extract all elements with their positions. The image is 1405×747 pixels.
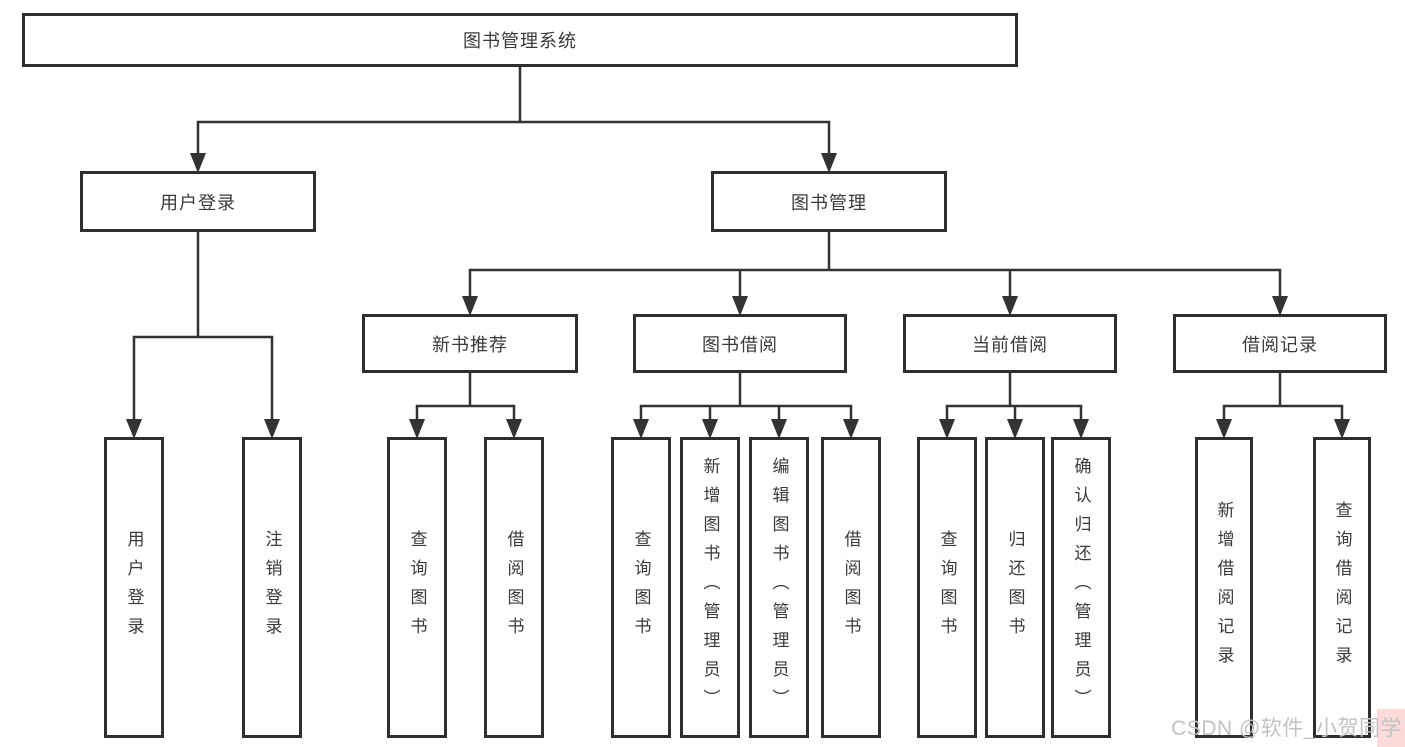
node-label: 借阅图书 [504, 529, 524, 646]
arrowhead [633, 419, 649, 439]
arrowhead [771, 419, 787, 439]
node-book-management-branch: 图书管理 [711, 171, 947, 232]
node-label: 用户登录 [124, 529, 144, 646]
arrowhead [1272, 296, 1288, 316]
arrowhead [843, 419, 859, 439]
arrowhead [939, 419, 955, 439]
node-label: 查询图书 [937, 529, 957, 646]
arrowhead [506, 419, 522, 439]
node-leaf-confirm-return-admin: 确认归还（管理员） [1051, 437, 1111, 738]
node-library-system: 图书管理系统 [22, 13, 1018, 67]
node-borrow-records: 借阅记录 [1173, 314, 1387, 373]
node-label: 用户登录 [160, 192, 236, 213]
node-label: 借阅图书 [841, 529, 861, 646]
node-leaf-borrow-books: 借阅图书 [821, 437, 881, 738]
node-leaf-query-borrow-record: 查询借阅记录 [1313, 437, 1371, 738]
node-label: 新书推荐 [432, 334, 508, 355]
node-leaf-query-books: 查询图书 [917, 437, 977, 738]
node-label: 当前借阅 [972, 334, 1048, 355]
node-current-borrowing: 当前借阅 [903, 314, 1117, 373]
node-new-book-recommend: 新书推荐 [362, 314, 578, 373]
node-leaf-logout: 注销登录 [242, 437, 302, 738]
arrowhead [409, 419, 425, 439]
arrowhead [264, 419, 280, 439]
watermark-accent [1377, 709, 1405, 747]
node-label: 确认归还（管理员） [1071, 457, 1091, 718]
node-label: 新增借阅记录 [1214, 500, 1234, 675]
node-label: 借阅记录 [1242, 334, 1318, 355]
arrowhead [1073, 419, 1089, 439]
node-label: 图书管理 [791, 192, 867, 213]
node-leaf-query-books: 查询图书 [611, 437, 671, 738]
node-leaf-user-login: 用户登录 [104, 437, 164, 738]
node-label: 查询图书 [631, 529, 651, 646]
node-label: 查询图书 [407, 529, 427, 646]
node-label: 新增图书（管理员） [700, 457, 720, 718]
arrowhead [732, 296, 748, 316]
node-label: 编辑图书（管理员） [769, 457, 789, 718]
arrowhead [126, 419, 142, 439]
arrowhead [190, 153, 206, 173]
node-label: 查询借阅记录 [1332, 500, 1352, 675]
node-leaf-edit-books-admin: 编辑图书（管理员） [749, 437, 809, 738]
node-label: 归还图书 [1005, 529, 1025, 646]
node-leaf-add-books-admin: 新增图书（管理员） [680, 437, 740, 738]
arrowhead [1007, 419, 1023, 439]
arrowhead [1334, 419, 1350, 439]
node-user-login-branch: 用户登录 [80, 171, 316, 232]
node-leaf-return-books: 归还图书 [985, 437, 1045, 738]
arrowhead [821, 153, 837, 173]
node-leaf-add-borrow-record: 新增借阅记录 [1195, 437, 1253, 738]
node-book-borrowing: 图书借阅 [633, 314, 847, 373]
arrowhead [1002, 296, 1018, 316]
node-label: 图书管理系统 [463, 31, 577, 51]
node-leaf-borrow-books: 借阅图书 [484, 437, 544, 738]
node-label: 图书借阅 [702, 334, 778, 355]
node-label: 注销登录 [262, 529, 282, 646]
arrowhead [462, 296, 478, 316]
arrowhead [1216, 419, 1232, 439]
watermark: CSDN @软件_小贺同学 [1171, 717, 1402, 740]
arrowhead [702, 419, 718, 439]
node-leaf-query-books: 查询图书 [387, 437, 447, 738]
